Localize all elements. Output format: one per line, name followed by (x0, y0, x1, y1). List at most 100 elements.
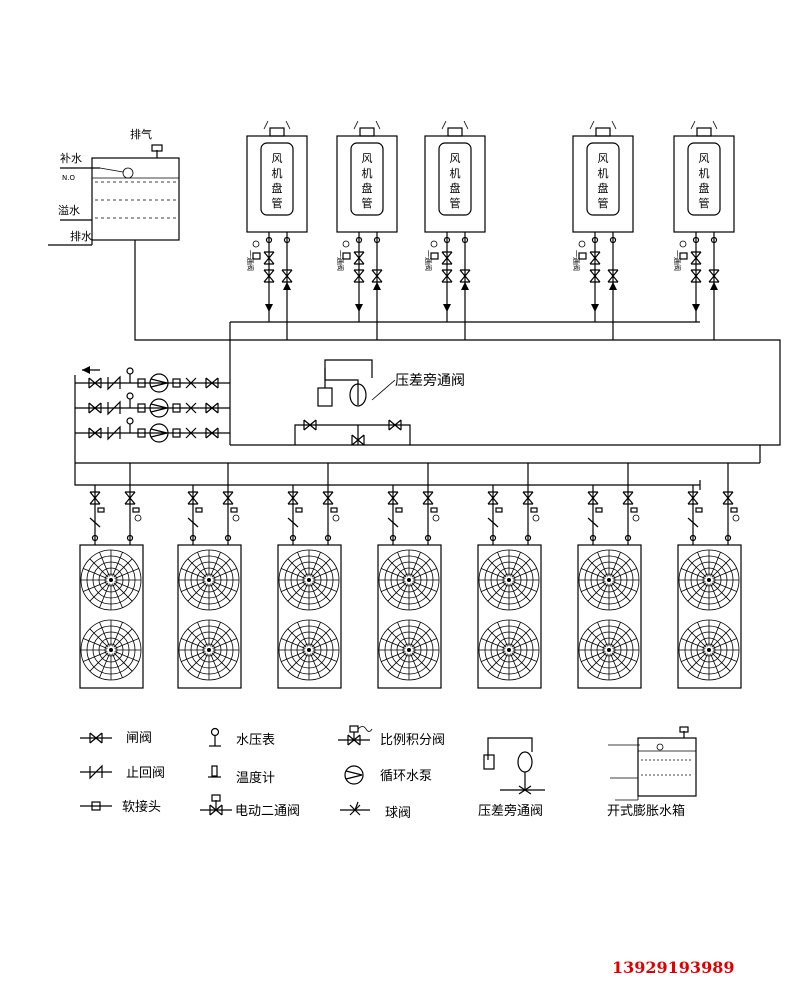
fan-coil-cap (595, 127, 611, 137)
fan-spoke (113, 558, 133, 578)
fan-coil-label-char: 风 (598, 152, 609, 165)
flex-joint (355, 236, 363, 244)
outdoor-unit (277, 463, 342, 689)
outdoor-unit-box (177, 544, 242, 689)
fan-spoke (510, 552, 521, 577)
fan-spoke (610, 583, 621, 608)
gate-valve (708, 269, 720, 283)
fan-spoke (381, 651, 406, 662)
fan-spoke (611, 628, 631, 648)
check-mark (487, 517, 499, 528)
legend-gate-valve: 闸阀 (80, 731, 152, 746)
check-valve (107, 425, 121, 441)
gate-valve (522, 491, 534, 505)
outdoor-unit-box (377, 544, 442, 689)
legend-proportional-valve: 比例积分阀 (338, 725, 445, 748)
fan-spoke (681, 581, 706, 592)
fan-spoke (510, 653, 521, 678)
fan-spoke (197, 583, 208, 608)
thermometer (430, 507, 438, 513)
fan-hub (109, 578, 113, 582)
outdoor-unit-box (477, 544, 542, 689)
fan-hub (307, 648, 311, 652)
thermometer (595, 507, 603, 513)
fan-spoke (281, 568, 306, 579)
pump-arrow (150, 428, 168, 438)
fan-spoke (181, 651, 206, 662)
fan-spoke (387, 558, 407, 578)
flex-joint (591, 236, 599, 244)
fan-grille (378, 619, 440, 681)
fan-spoke (481, 568, 506, 579)
fan-grille (278, 549, 340, 611)
gauge (732, 514, 740, 522)
fan-spoke (510, 583, 521, 608)
fan-hub (607, 648, 611, 652)
outdoor-unit (577, 463, 642, 689)
fan-spoke (211, 582, 231, 602)
flow-arrow (710, 282, 718, 290)
fan-spoke (397, 622, 408, 647)
fan-spoke (297, 583, 308, 608)
fan-spoke (311, 558, 331, 578)
fan-spoke (711, 652, 731, 672)
legend-check-valve-label: 止回阀 (126, 766, 165, 781)
phone-number: 13929193989 (612, 958, 734, 977)
tank-drain-label: 排水 (70, 229, 92, 243)
fan-spoke (481, 651, 506, 662)
fan-spoke (481, 638, 506, 649)
fan-grille (80, 549, 142, 611)
fan-spoke (197, 552, 208, 577)
gate-valve (124, 491, 136, 505)
fan-spoke (612, 638, 637, 649)
check-valve (107, 375, 121, 391)
fan-hub (707, 578, 711, 582)
fan-spoke (311, 652, 331, 672)
fan-grille (578, 549, 640, 611)
fan-spoke (312, 568, 337, 579)
pump-row (75, 417, 230, 443)
fan-spoke (697, 552, 708, 577)
tank-vent-label: 排气 (130, 127, 152, 141)
fan-spoke (581, 581, 606, 592)
fan-spoke (512, 581, 537, 592)
gauge (430, 240, 438, 248)
fan-spoke (181, 581, 206, 592)
fan-coil-cap (447, 127, 463, 137)
fan-spoke (89, 582, 109, 602)
flow-arrow (283, 282, 291, 290)
circulation-pump (149, 423, 169, 443)
gate-valve (322, 491, 334, 505)
fan-spoke (212, 568, 237, 579)
gate-valve (205, 377, 219, 389)
fan-coil-cap (696, 127, 712, 137)
fan-spoke (297, 622, 308, 647)
pump-arrow (150, 403, 168, 413)
fan-hub (407, 648, 411, 652)
fan-spoke (712, 651, 737, 662)
fan-spoke (89, 652, 109, 672)
pressure-gauge (126, 417, 134, 425)
fan-spoke (297, 653, 308, 678)
gate-valve (89, 491, 101, 505)
fan-hub (109, 648, 113, 652)
fan-spoke (512, 568, 537, 579)
thermometer (295, 507, 303, 513)
fan-coil-label-char: 风 (272, 152, 283, 165)
gate-valve (88, 377, 102, 389)
gate-valve (187, 491, 199, 505)
fan-spoke (112, 653, 123, 678)
fan-spoke (397, 552, 408, 577)
fan-spoke (410, 653, 421, 678)
air-tick (353, 120, 359, 130)
fan-spoke (497, 653, 508, 678)
fan-spoke (397, 653, 408, 678)
fan-spoke (612, 581, 637, 592)
fan-spoke (310, 552, 321, 577)
fan-spoke (181, 568, 206, 579)
pump-group (75, 366, 402, 446)
check-mark (287, 517, 299, 528)
fan-hub (507, 578, 511, 582)
